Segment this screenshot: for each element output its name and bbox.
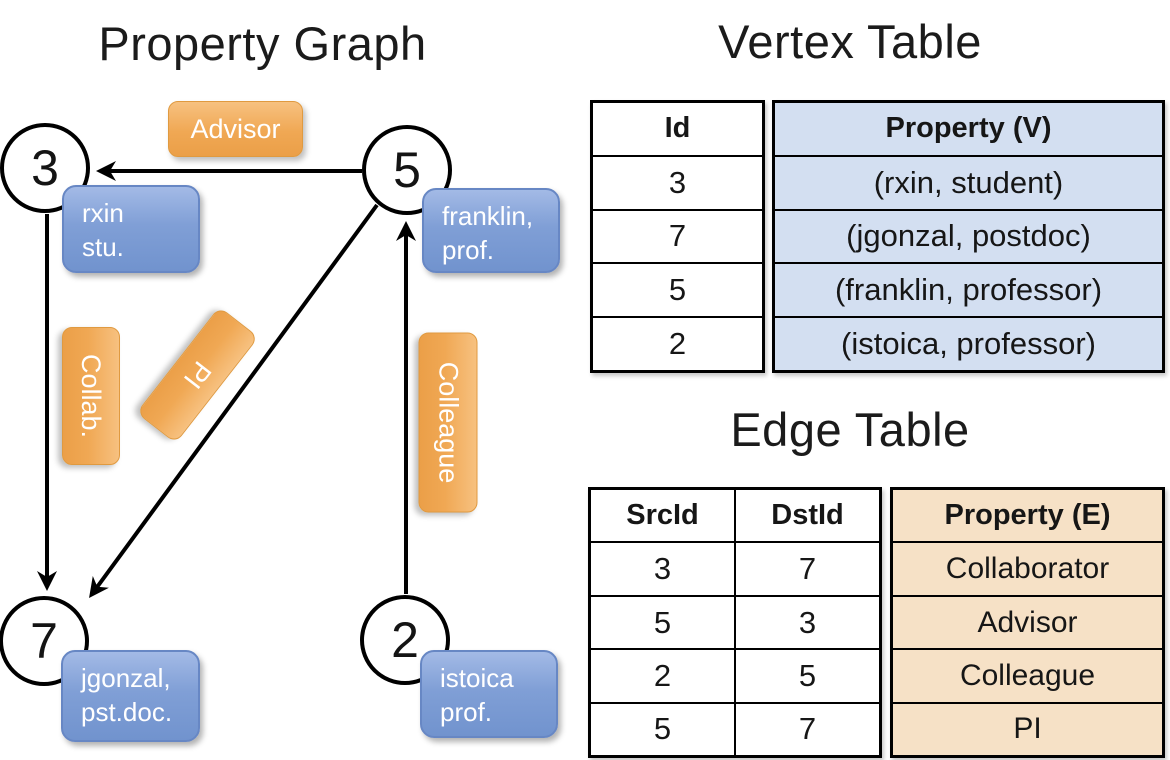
vertex-table-title: Vertex Table <box>718 15 982 68</box>
edge-table-property-cell: PI <box>893 701 1162 756</box>
edge-label-colleague: Colleague <box>418 332 478 513</box>
property-box-jgonzal-line2: pst.doc. <box>81 697 173 728</box>
edge-table-header-srcid: SrcId <box>626 499 699 532</box>
vertex-table-property-cell: (jgonzal, postdoc) <box>775 208 1162 263</box>
edge-table-header-dstid: DstId <box>734 490 879 542</box>
property-box-istoica: istoica prof. <box>420 650 558 738</box>
property-box-jgonzal-line1: jgonzal, <box>81 663 171 693</box>
edge-label-collab: Collab. <box>62 327 120 465</box>
vertex-table-id-cell: 5 <box>593 262 762 316</box>
property-box-franklin: franklin, prof. <box>422 188 560 273</box>
edge-table-dst-cell: 5 <box>734 650 879 702</box>
edge-table-row: 5 3 <box>591 594 879 649</box>
edge-table-dst-cell: 7 <box>734 703 879 756</box>
vertex-table-header-id: Id <box>664 112 691 145</box>
edge-table-property-cell: Collaborator <box>893 541 1162 595</box>
vertex-table-property-column: Property (V) (rxin, student) (jgonzal, p… <box>772 100 1165 373</box>
property-box-istoica-line2: prof. <box>440 697 493 728</box>
property-box-rxin-line2: stu. <box>82 232 124 263</box>
edge-label-advisor: Advisor <box>168 101 303 157</box>
edge-table-property-column: Property (E) Collaborator Advisor Collea… <box>890 487 1165 758</box>
property-box-rxin-line1: rxin <box>82 198 124 228</box>
vertex-table-id-column: Id 3 7 5 2 <box>590 100 765 373</box>
edge-table-src-cell: 5 <box>653 604 672 640</box>
property-box-rxin: rxin stu. <box>62 185 200 273</box>
vertex-table-id-cell: 7 <box>593 208 762 263</box>
graph-edges-layer <box>37 161 416 599</box>
edge-arrow-5-to-7 <box>89 203 379 599</box>
edge-table-src-cell: 3 <box>653 551 672 587</box>
vertex-table-property-cell: (istoica, professor) <box>775 316 1162 370</box>
node-2: 2 <box>360 595 450 685</box>
vertex-table-id-cell: 2 <box>593 316 762 370</box>
edge-table-row: 5 7 <box>591 701 879 756</box>
property-box-istoica-line1: istoica <box>440 663 514 693</box>
property-box-jgonzal: jgonzal, pst.doc. <box>61 650 200 742</box>
vertex-table-property-cell: (rxin, student) <box>775 154 1162 209</box>
edge-table-row: 2 5 <box>591 648 879 702</box>
edge-table-property-cell: Advisor <box>893 594 1162 649</box>
edge-table-dst-cell: 7 <box>734 543 879 595</box>
edge-table-title: Edge Table <box>730 403 970 456</box>
edge-table-src-cell: 5 <box>653 711 672 747</box>
edge-table-header-property: Property (E) <box>893 490 1162 542</box>
vertex-table-property-cell: (franklin, professor) <box>775 262 1162 317</box>
node-5-label: 5 <box>393 142 421 198</box>
property-box-franklin-line2: prof. <box>442 235 495 266</box>
edge-table-row: 3 7 <box>591 541 879 595</box>
node-2-label: 2 <box>391 612 419 668</box>
edge-table-property-cell: Colleague <box>893 648 1162 702</box>
edge-table-dst-cell: 3 <box>734 596 879 649</box>
property-graph-title: Property Graph <box>98 17 427 70</box>
edge-table-id-columns: SrcId DstId 3 7 5 3 2 5 5 7 <box>588 487 882 758</box>
edge-table-src-cell: 2 <box>653 657 672 693</box>
node-5: 5 <box>362 125 452 215</box>
property-box-franklin-line1: franklin, <box>442 201 534 231</box>
node-7-label: 7 <box>30 613 58 669</box>
vertex-table-header-property: Property (V) <box>775 103 1162 155</box>
node-3-label: 3 <box>31 140 59 196</box>
vertex-table-id-cell: 3 <box>593 154 762 209</box>
